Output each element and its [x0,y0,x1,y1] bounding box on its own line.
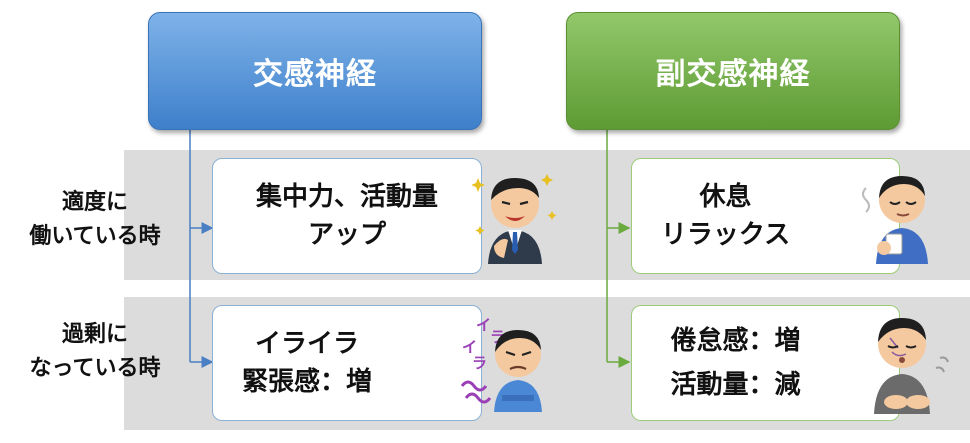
irritation-char-3: イ [462,338,477,356]
cell-sympathetic-excessive-line2: 緊張感：増 [241,367,372,397]
row-label-excessive-line1: 過剰に [61,322,128,347]
cell-sympathetic-moderate: 集中力、活動量 アップ [212,158,482,274]
row-label-moderate-line1: 適度に [61,190,128,215]
cell-parasympathetic-moderate-line1: 休息 [699,182,752,212]
cell-parasympathetic-excessive-line2: 活動量：減 [670,370,801,400]
tired-man-illustration [874,318,949,414]
sparkle-icon [472,174,557,235]
cell-parasympathetic-moderate-line2: リラックス [660,220,791,250]
irritation-char-4: ラ [472,354,487,372]
row-label-excessive-line2: なっている時 [29,356,161,381]
row-label-excessive: 過剰に なっている時 [0,318,190,386]
squiggle-icon [460,380,492,404]
header-sympathetic: 交感神経 [148,12,482,130]
cell-sympathetic-moderate-line1: 集中力、活動量 [255,182,438,212]
row-label-moderate-line2: 働いている時 [29,224,161,249]
relaxed-man-illustration [862,176,928,264]
cell-parasympathetic-excessive-line1: 倦怠感：増 [670,326,801,356]
cell-sympathetic-excessive-line1: イライラ [254,329,359,359]
cell-sympathetic-moderate-line2: アップ [307,220,386,250]
confident-man-illustration [472,174,557,264]
cell-sympathetic-excessive: イライラ 緊張感：増 [212,305,482,421]
steam-icon [862,187,870,213]
cell-parasympathetic-excessive: 倦怠感：増 活動量：減 [631,305,900,421]
header-parasympathetic-label: 副交感神経 [655,57,811,92]
irritation-char-1: イ [476,316,491,334]
row-label-moderate: 適度に 働いている時 [0,186,190,254]
header-sympathetic-label: 交感神経 [253,57,377,92]
header-parasympathetic: 副交感神経 [566,12,900,130]
irritated-man-illustration: イ ラ イ ラ [460,316,542,412]
cell-parasympathetic-moderate: 休息 リラックス [631,158,900,274]
sigh-icon [935,356,949,373]
